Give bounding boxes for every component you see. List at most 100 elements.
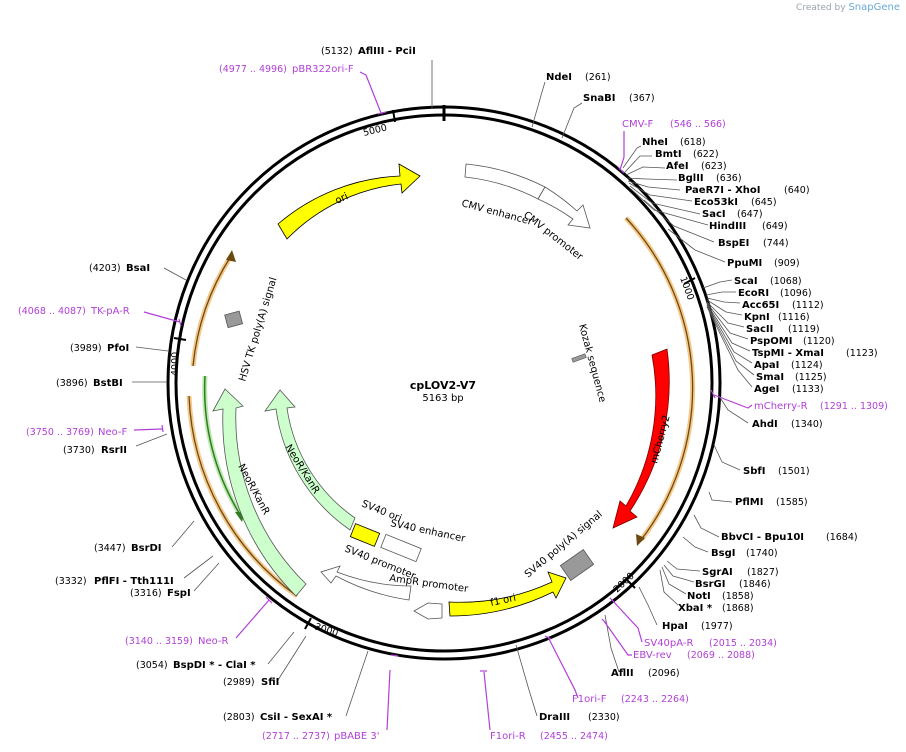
enzyme-nhei-pos: (618) [680, 137, 706, 148]
enzyme-scai[interactable]: ScaI [734, 276, 758, 287]
enzyme-paer7i-xhoi[interactable]: PaeR7I - XhoI [685, 185, 761, 196]
enzyme-smai[interactable]: SmaI [756, 372, 784, 383]
enzyme-bspei[interactable]: BspEI [718, 238, 749, 249]
primer-mcherry-r[interactable]: mCherry-R [754, 401, 808, 412]
enzyme-agei[interactable]: AgeI [754, 384, 779, 395]
primer-pbabe3-range: (2717 .. 2737) [262, 731, 330, 742]
enzyme-sbfi[interactable]: SbfI [743, 466, 765, 477]
orf-arc-green-core [203, 375, 242, 517]
enzyme-fspi[interactable]: FspI [167, 588, 191, 599]
primer-f1ori-f[interactable]: F1ori-F [572, 694, 607, 705]
enzyme-ahdi[interactable]: AhdI [752, 419, 778, 430]
tick-5000: 5000 [362, 122, 388, 139]
enzyme-bsgi[interactable]: BsgI [711, 548, 735, 559]
primer-cmv-f[interactable]: CMV-F [622, 119, 653, 130]
enzyme-ppumi[interactable]: PpuMI [727, 258, 762, 269]
primer-neo-r[interactable]: Neo-R [198, 636, 229, 647]
enzyme-labels-right: NdeI (261) SnaBI (367) NheI (618) BmtI (… [539, 72, 878, 723]
enzyme-sbfi-pos: (1501) [778, 466, 810, 477]
tick-3000: 3000 [313, 621, 339, 639]
enzyme-acc65i[interactable]: Acc65I [742, 300, 779, 311]
primer-pbr322ori-f[interactable]: pBR322ori-F [292, 64, 354, 75]
enzyme-rsrii[interactable]: RsrII [101, 445, 127, 456]
enzyme-bmti[interactable]: BmtI [655, 149, 682, 160]
enzyme-saci[interactable]: SacI [702, 209, 726, 220]
enzyme-smai-pos: (1125) [795, 372, 827, 383]
enzyme-noti-pos: (1858) [722, 591, 754, 602]
primer-sv40pa-r-range: (2015 .. 2034) [709, 638, 777, 649]
primer-sv40pa-r[interactable]: SV40pA-R [644, 638, 693, 649]
primer-f1ori-f-range: (2243 .. 2264) [621, 694, 689, 705]
enzyme-pfoi[interactable]: PfoI [107, 343, 129, 354]
enzyme-hindiii[interactable]: HindIII [709, 221, 746, 232]
enzyme-ecori[interactable]: EcoRI [738, 288, 769, 299]
enzyme-aflii-pos: (2096) [648, 668, 680, 679]
enzyme-afliii-pcii-pos: (5132) [321, 46, 353, 57]
enzyme-sacii[interactable]: SacII [746, 324, 773, 335]
enzyme-bspdi-clai-pos: (3054) [136, 660, 168, 671]
enzyme-eco53ki[interactable]: Eco53kI [694, 197, 738, 208]
enzyme-afliii-pcii[interactable]: AflIII - PciI [358, 46, 416, 57]
orf-arc-hsv-core [192, 255, 232, 367]
feature-sv40-ori [349, 523, 381, 547]
enzyme-bglii[interactable]: BglII [678, 173, 704, 184]
enzyme-draiii[interactable]: DraIII [539, 712, 570, 723]
enzyme-xbai-pos: (1868) [722, 603, 754, 614]
enzyme-bsai[interactable]: BsaI [126, 263, 150, 274]
enzyme-bsrgi[interactable]: BsrGI [695, 579, 725, 590]
primer-mcherry-r-range: (1291 .. 1309) [820, 401, 888, 412]
feature-neor-kanr-inner-label: NeoR/KanR [282, 443, 321, 496]
enzyme-pflfi-tth111i[interactable]: PflFI - Tth111I [94, 576, 174, 587]
enzyme-xbai[interactable]: XbaI * [678, 603, 713, 614]
enzyme-ndei-pos: (261) [585, 72, 611, 83]
enzyme-ndei[interactable]: NdeI [546, 72, 572, 83]
enzyme-labels-left: (5132) AflIII - PciI (4203) BsaI (3989) … [55, 46, 416, 723]
primer-tk-pa-r[interactable]: TK-pA-R [90, 306, 130, 317]
primer-cmv-f-range: (546 .. 566) [670, 119, 726, 130]
primer-tk-pa-r-range: (4068 .. 4087) [18, 306, 86, 317]
enzyme-pspomi[interactable]: PspOMI [750, 336, 792, 347]
enzyme-bsrdi[interactable]: BsrDI [131, 543, 162, 554]
plasmid-name: cpLOV2-V7 [410, 379, 476, 392]
enzyme-apai[interactable]: ApaI [754, 360, 779, 371]
plasmid-backbone [166, 105, 722, 661]
enzyme-afei[interactable]: AfeI [666, 161, 689, 172]
enzyme-nhei[interactable]: NheI [642, 137, 668, 148]
feature-cmv-enhancer-label: CMV enhancer [460, 198, 534, 228]
enzyme-sfii[interactable]: SfiI [261, 677, 279, 688]
enzyme-afei-pos: (623) [701, 161, 727, 172]
enzyme-bbvci-bpu10i-pos: (1684) [826, 532, 858, 543]
primer-pbabe3[interactable]: pBABE 3' [334, 731, 380, 742]
plasmid-title-group: cpLOV2-V7 5163 bp [410, 379, 476, 404]
credit-prefix: Created by [796, 3, 846, 13]
enzyme-sgrai[interactable]: SgrAI [702, 567, 733, 578]
feature-neor-kanr-outer [212, 388, 307, 597]
enzyme-aflii[interactable]: AflII [611, 668, 634, 679]
enzyme-noti[interactable]: NotI [687, 591, 711, 602]
enzyme-saci-pos: (647) [737, 209, 763, 220]
enzyme-snabi[interactable]: SnaBI [583, 93, 615, 104]
enzyme-kpni[interactable]: KpnI [744, 312, 770, 323]
enzyme-bstbi[interactable]: BstBI [93, 378, 123, 389]
enzyme-kpni-pos: (1116) [778, 312, 810, 323]
enzyme-sfii-pos: (2989) [223, 677, 255, 688]
enzyme-pflmi-pos: (1585) [776, 497, 808, 508]
enzyme-hpai-pos: (1977) [701, 621, 733, 632]
enzyme-snabi-pos: (367) [629, 93, 655, 104]
primer-f1ori-r[interactable]: F1ori-R [490, 731, 526, 742]
enzyme-fspi-pos: (3316) [130, 588, 162, 599]
enzyme-bspdi-clai[interactable]: BspDI * - ClaI * [173, 660, 256, 671]
feature-hsv-tk-polya-label: HSV TK poly(A) signal [237, 276, 279, 383]
enzyme-tspmi-xmai[interactable]: TspMI - XmaI [752, 348, 824, 359]
enzyme-csii-sexai[interactable]: CsiI - SexAI * [260, 712, 333, 723]
enzyme-bbvci-bpu10i[interactable]: BbvCI - Bpu10I [721, 532, 804, 543]
enzyme-draiii-pos: (2330) [588, 712, 620, 723]
feature-ori [277, 163, 421, 240]
enzyme-pflmi[interactable]: PflMI [735, 497, 763, 508]
enzyme-sacii-pos: (1119) [788, 324, 820, 335]
enzyme-acc65i-pos: (1112) [792, 300, 824, 311]
primer-neo-f[interactable]: Neo-F [98, 427, 128, 438]
enzyme-hpai[interactable]: HpaI [662, 621, 688, 632]
primer-ebv-rev[interactable]: EBV-rev [633, 650, 672, 661]
primer-pbr322ori-f-range: (4977 .. 4996) [219, 64, 287, 75]
